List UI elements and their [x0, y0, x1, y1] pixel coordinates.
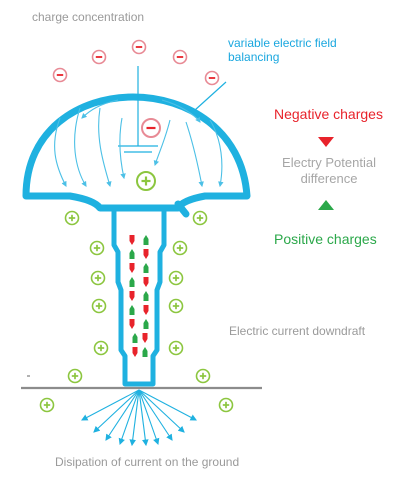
inner-positive-charge-icon — [136, 171, 156, 191]
inner-negative-charge-icon — [141, 118, 161, 138]
positive-charges-label: Positive charges — [274, 231, 377, 247]
negative-charge-icon — [131, 39, 147, 55]
device-dome — [22, 66, 251, 218]
negative-charges-label: Negative charges — [274, 106, 383, 122]
device-shaft — [111, 210, 167, 387]
up-arrow-icon — [318, 200, 334, 210]
potential-difference-line-1: Electry Potential — [282, 155, 376, 170]
shaft-charge-arrows — [129, 235, 149, 357]
negative-charge-icon — [91, 49, 107, 65]
negative-charges-above-dome — [52, 39, 220, 86]
field-balancing-line-1: variable electric field — [228, 36, 337, 50]
negative-charge-icon — [204, 70, 220, 86]
ground-dissipation-label: Disipation of current on the ground — [55, 455, 240, 469]
field-balancing-label: variable electric field balancing — [228, 36, 337, 65]
negative-charge-icon — [52, 67, 68, 83]
field-arrows — [54, 99, 224, 188]
ground-dissipation-arrows — [81, 389, 197, 447]
potential-difference-line-2: difference — [300, 170, 358, 186]
charge-concentration-label: charge concentration — [32, 10, 145, 24]
field-balancing-line-2: balancing — [228, 50, 280, 65]
potential-difference-label: Electry Potential difference — [275, 155, 383, 186]
negative-charge-icon — [172, 49, 188, 65]
current-downdraft-label: Electric current downdraft — [229, 324, 366, 338]
down-arrow-icon — [318, 137, 334, 147]
